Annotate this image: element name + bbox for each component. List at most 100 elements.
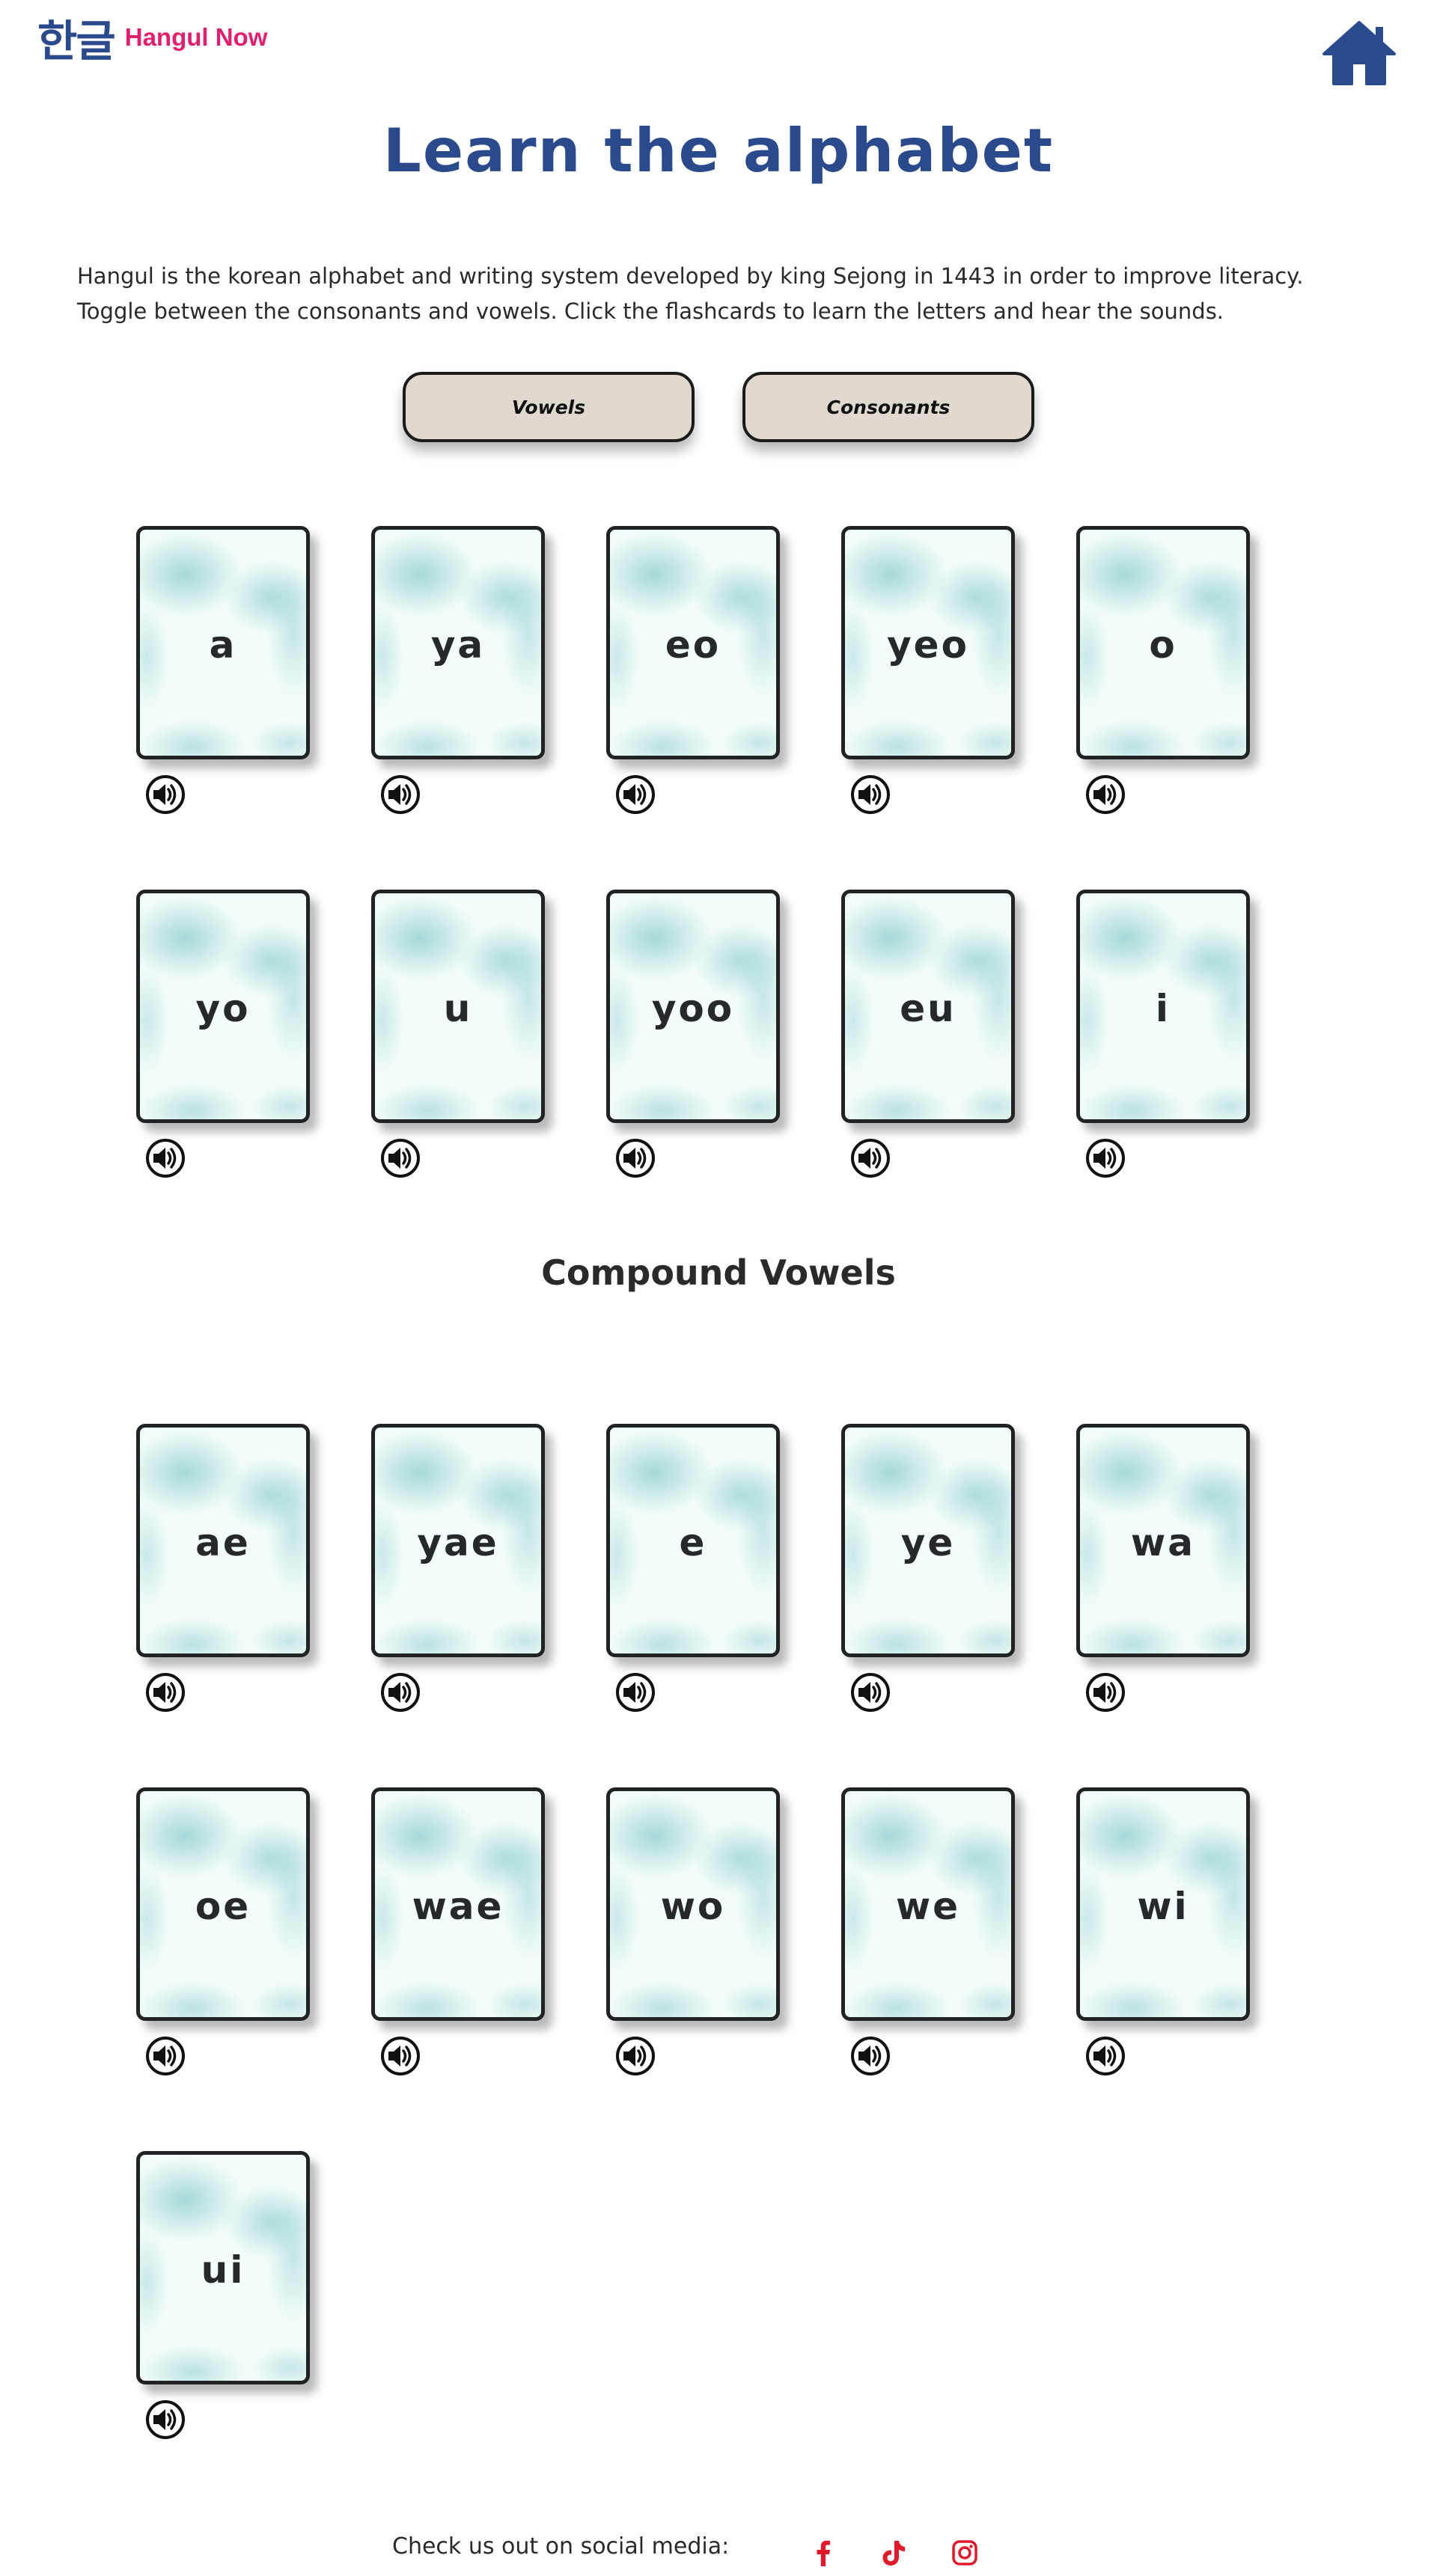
instagram-link[interactable]	[950, 2538, 980, 2568]
speaker-icon	[1086, 1139, 1125, 1178]
flashcard-label: ui	[201, 2248, 245, 2292]
flashcard-label: i	[1155, 987, 1171, 1030]
flashcard[interactable]: yo	[136, 890, 310, 1123]
play-sound-button[interactable]	[615, 774, 656, 815]
tiktok-icon	[882, 2541, 905, 2566]
play-sound-button[interactable]	[1085, 774, 1126, 815]
play-sound-button[interactable]	[380, 2036, 421, 2076]
play-sound-button[interactable]	[1085, 1672, 1126, 1713]
consonants-button[interactable]: Consonants	[742, 372, 1034, 442]
flashcard[interactable]: ye	[841, 1424, 1015, 1657]
speaker-icon	[616, 1673, 655, 1712]
flashcard-label: eo	[665, 623, 721, 667]
flashcard-label: yae	[417, 1521, 499, 1564]
play-sound-button[interactable]	[145, 1138, 186, 1178]
speaker-icon	[851, 1673, 890, 1712]
play-sound-button[interactable]	[145, 1672, 186, 1713]
facebook-link[interactable]	[808, 2538, 838, 2568]
flashcard-label: wo	[660, 1885, 726, 1928]
play-sound-button[interactable]	[615, 2036, 656, 2076]
speaker-icon	[851, 775, 890, 814]
flashcard[interactable]: i	[1076, 890, 1250, 1123]
flashcard-label: u	[443, 987, 473, 1030]
play-sound-button[interactable]	[850, 1138, 891, 1178]
play-sound-button[interactable]	[850, 774, 891, 815]
flashcard[interactable]: yeo	[841, 526, 1015, 759]
flashcard[interactable]: wi	[1076, 1787, 1250, 2021]
flashcard-label: eu	[900, 987, 957, 1030]
logo[interactable]: 한글 Hangul Now	[37, 6, 267, 69]
instagram-icon	[952, 2540, 977, 2566]
flashcard-label: oe	[195, 1885, 251, 1928]
home-icon	[1322, 21, 1396, 85]
speaker-icon	[616, 775, 655, 814]
speaker-icon	[851, 1139, 890, 1178]
speaker-icon	[146, 2037, 185, 2075]
play-sound-button[interactable]	[1085, 1138, 1126, 1178]
flashcard-label: wi	[1137, 1885, 1189, 1928]
flashcard-label: ye	[900, 1521, 956, 1564]
compound-vowels-title: Compound Vowels	[541, 1252, 896, 1293]
speaker-icon	[1086, 1673, 1125, 1712]
flashcard[interactable]: yae	[371, 1424, 545, 1657]
flashcard[interactable]: wo	[606, 1787, 780, 2021]
speaker-icon	[1086, 2037, 1125, 2075]
flashcard[interactable]: yoo	[606, 890, 780, 1123]
flashcard-label: ya	[430, 623, 486, 667]
social-media-text: Check us out on social media:	[392, 2533, 730, 2560]
flashcard-label: e	[679, 1521, 707, 1564]
flashcard-label: a	[209, 623, 237, 667]
play-sound-button[interactable]	[615, 1138, 656, 1178]
flashcard[interactable]: u	[371, 890, 545, 1123]
home-button[interactable]	[1322, 19, 1397, 85]
flashcard-label: yo	[195, 987, 251, 1030]
flashcard[interactable]: eo	[606, 526, 780, 759]
play-sound-button[interactable]	[850, 1672, 891, 1713]
play-sound-button[interactable]	[850, 2036, 891, 2076]
play-sound-button[interactable]	[145, 774, 186, 815]
flashcard[interactable]: ya	[371, 526, 545, 759]
flashcard-label: o	[1149, 623, 1177, 667]
flashcard[interactable]: eu	[841, 890, 1015, 1123]
flashcard[interactable]: ae	[136, 1424, 310, 1657]
flashcard[interactable]: a	[136, 526, 310, 759]
facebook-icon	[817, 2540, 830, 2566]
flashcard[interactable]: wa	[1076, 1424, 1250, 1657]
logo-text: Hangul Now	[124, 23, 268, 51]
intro-text: Hangul is the korean alphabet and writin…	[77, 263, 1304, 324]
flashcard[interactable]: wae	[371, 1787, 545, 2021]
speaker-icon	[616, 2037, 655, 2075]
flashcard-label: wae	[412, 1885, 504, 1928]
flashcard[interactable]: ui	[136, 2151, 310, 2384]
speaker-icon	[146, 1673, 185, 1712]
flashcard-label: we	[895, 1885, 961, 1928]
play-sound-button[interactable]	[380, 1138, 421, 1178]
play-sound-button[interactable]	[380, 774, 421, 815]
speaker-icon	[381, 1673, 420, 1712]
flashcard-label: wa	[1131, 1521, 1195, 1564]
play-sound-button[interactable]	[145, 2036, 186, 2076]
flashcard[interactable]: o	[1076, 526, 1250, 759]
flashcard-label: yoo	[651, 987, 735, 1030]
play-sound-button[interactable]	[145, 2399, 186, 2440]
play-sound-button[interactable]	[615, 1672, 656, 1713]
page-title: Learn the alphabet	[382, 116, 1055, 186]
speaker-icon	[1086, 775, 1125, 814]
speaker-icon	[851, 2037, 890, 2075]
flashcard-label: ae	[195, 1521, 251, 1564]
flashcard-label: yeo	[887, 623, 969, 667]
flashcard[interactable]: e	[606, 1424, 780, 1657]
tiktok-link[interactable]	[879, 2538, 909, 2568]
speaker-icon	[381, 1139, 420, 1178]
speaker-icon	[146, 775, 185, 814]
logo-korean: 한글	[37, 16, 116, 67]
speaker-icon	[146, 2400, 185, 2439]
play-sound-button[interactable]	[1085, 2036, 1126, 2076]
flashcard[interactable]: we	[841, 1787, 1015, 2021]
play-sound-button[interactable]	[380, 1672, 421, 1713]
speaker-icon	[381, 775, 420, 814]
vowels-button[interactable]: Vowels	[403, 372, 695, 442]
flashcard[interactable]: oe	[136, 1787, 310, 2021]
speaker-icon	[146, 1139, 185, 1178]
speaker-icon	[616, 1139, 655, 1178]
